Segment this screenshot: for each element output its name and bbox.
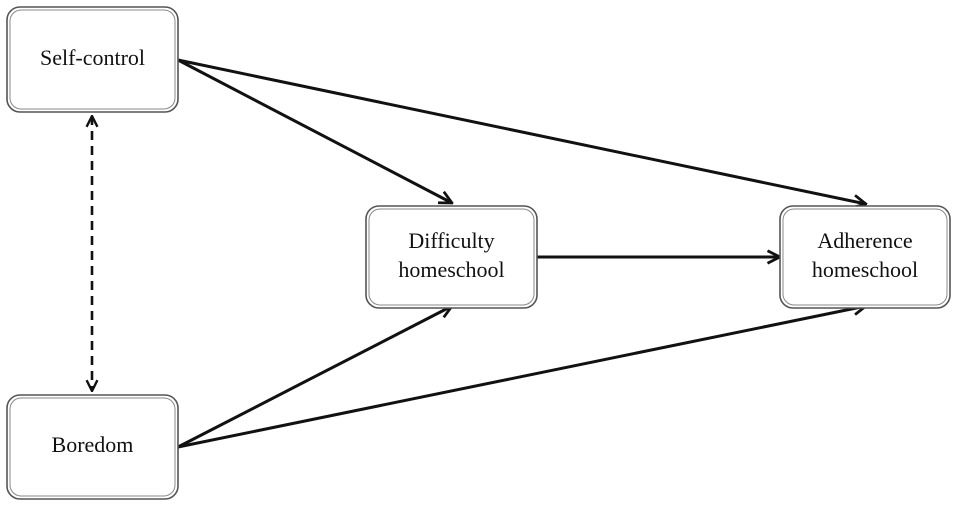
node-boredom-label: Boredom xyxy=(52,432,134,457)
edge-self-control-to-difficulty xyxy=(177,58,452,203)
edge-self-control-to-adherence xyxy=(177,58,866,204)
node-adherence-homeschool: Adherence homeschool xyxy=(779,205,951,309)
node-self-control-label: Self-control xyxy=(40,45,145,70)
node-difficulty-label-line1: Difficulty xyxy=(408,228,494,253)
node-boredom: Boredom xyxy=(6,394,179,500)
node-adherence-label-line2: homeschool xyxy=(812,257,918,282)
node-self-control: Self-control xyxy=(6,6,179,113)
node-difficulty-homeschool: Difficulty homeschool xyxy=(365,205,538,309)
edge-boredom-to-adherence xyxy=(177,306,866,449)
node-difficulty-label-line2: homeschool xyxy=(398,257,504,282)
edge-boredom-to-difficulty xyxy=(177,306,452,449)
node-adherence-label-line1: Adherence xyxy=(817,228,912,253)
